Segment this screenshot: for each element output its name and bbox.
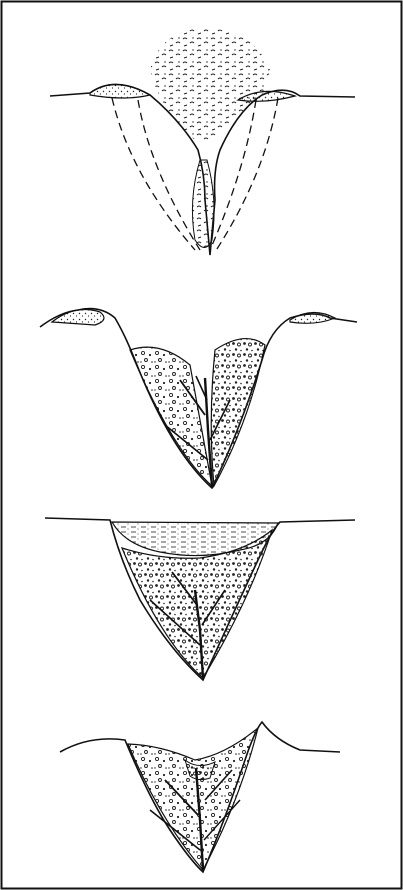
diagram-figure: [0, 0, 403, 890]
diagram-canvas: [0, 0, 403, 890]
